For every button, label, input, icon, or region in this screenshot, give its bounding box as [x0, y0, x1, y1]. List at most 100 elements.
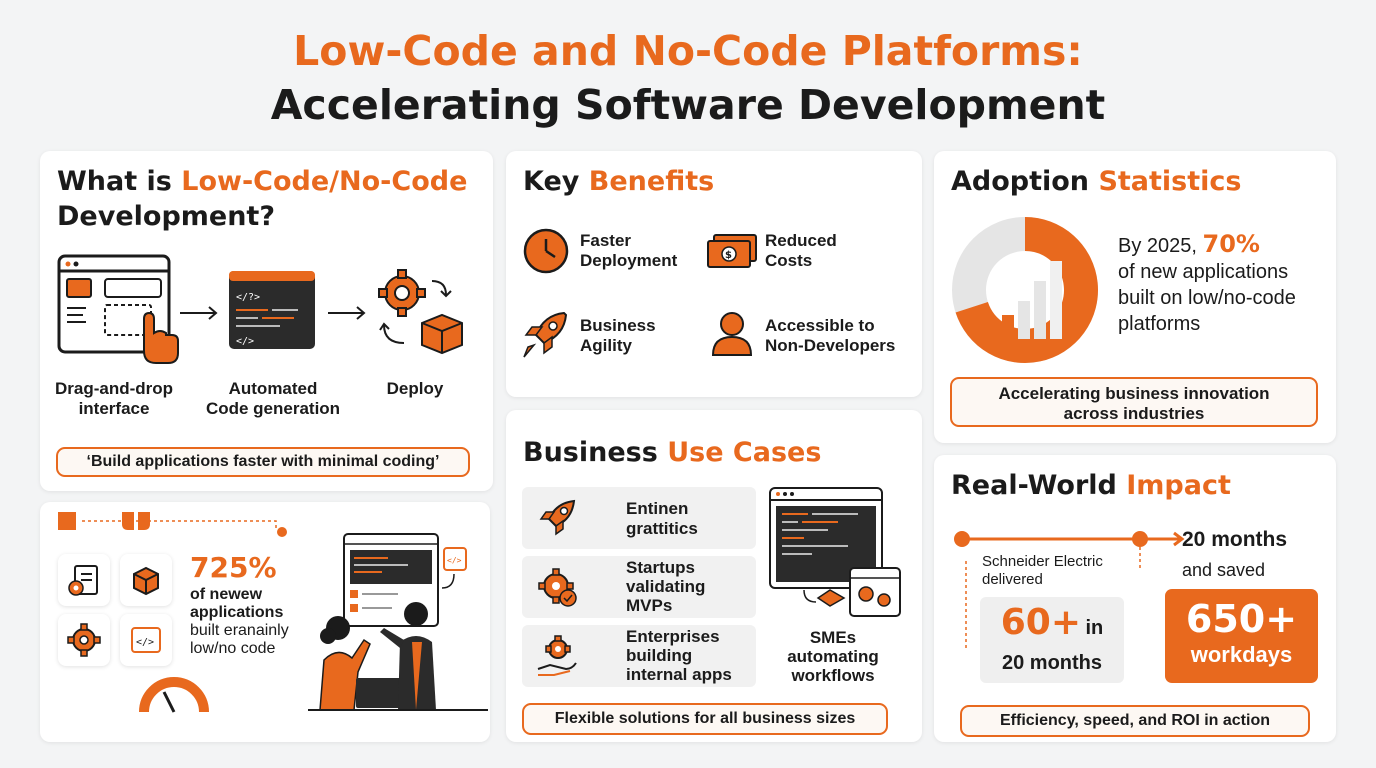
gear-box-deploy-icon [378, 269, 463, 355]
adoption-donut-chart [952, 217, 1098, 363]
impact-box-60: 60+ in 20 months [980, 597, 1124, 683]
use-case-item: Enterprises building internal apps [522, 625, 756, 687]
step-label-line: Automated [228, 379, 318, 398]
stats-left-line: low/no code [190, 640, 276, 657]
use-case-line: building [626, 646, 693, 665]
svg-text:$: $ [725, 250, 732, 261]
svg-text:</?>: </?> [236, 292, 260, 303]
rocket-icon [539, 499, 576, 536]
impact-company: Schneider Electric delivered [982, 553, 1103, 589]
benefit-line: Business [580, 316, 656, 335]
what-is-title-prefix: What is [57, 166, 182, 197]
impact-company-line: delivered [982, 571, 1043, 588]
benefit-line: Non-Developers [765, 336, 896, 355]
adoption-line: built on low/no-code [1118, 287, 1296, 309]
benefit-faster-deployment: Faster Deployment [580, 231, 677, 271]
benefit-business-agility: Business Agility [580, 316, 656, 356]
use-case-line: Enterprises [626, 627, 720, 646]
impact-box1-sub: 20 months [1001, 652, 1103, 674]
stats-left-text: of newew applications built eranainly lo… [190, 586, 289, 658]
gear-hand-icon [537, 635, 577, 676]
adoption-line: of new applications [1118, 261, 1289, 283]
step-label-line: Deploy [386, 379, 444, 398]
benefit-accessible: Accessible to Non-Developers [765, 316, 895, 356]
page-title-line1: Low-Code and No-Code Platforms: [293, 27, 1083, 75]
impact-saved-label: and saved [1182, 560, 1266, 580]
rocket-icon [523, 311, 568, 358]
impact-title-highlight: Impact [1126, 470, 1231, 501]
use-case-line: MVPs [626, 596, 673, 615]
adoption-donut-arc [955, 217, 1098, 363]
use-cases-card: Business Use Cases Entinen grattitics St [506, 410, 922, 742]
impact-company-line: Schneider Electric [982, 553, 1103, 570]
stats-left-line: applications [190, 604, 284, 621]
decorative-squares-icon [58, 512, 287, 537]
impact-timeline-right: 20 months [1182, 528, 1288, 551]
impact-box-650: 650+ workdays [1165, 589, 1318, 683]
code-window-icon: </?> </> [229, 271, 315, 349]
step-label-line: Code generation [205, 399, 341, 418]
document-gear-icon [58, 554, 110, 606]
impact-title-prefix: Real-World [951, 470, 1127, 501]
benefits-title-highlight: Benefits [588, 166, 715, 197]
arrow-right-icon [180, 306, 218, 320]
what-is-title-highlight: Low-Code/No-Code [181, 166, 468, 197]
impact-box1-in: in [1085, 617, 1104, 639]
box-refresh-icon [120, 554, 172, 606]
use-cases-title-prefix: Business [523, 437, 668, 468]
what-is-card: What is Low-Code/No-Code Development? </… [40, 151, 493, 491]
benefit-line: Reduced [765, 231, 837, 250]
impact-tagline: Efficiency, speed, and ROI in action [960, 705, 1310, 737]
adoption-title-prefix: Adoption [951, 166, 1099, 197]
use-cases-title-highlight: Use Cases [667, 437, 822, 468]
what-is-tagline: ‘Build applications faster with minimal … [56, 447, 470, 477]
benefit-line: Costs [765, 251, 813, 270]
use-case-item: Startups validating MVPs [522, 556, 756, 618]
benefit-line: Faster [580, 231, 632, 250]
benefits-title: Key Benefits [523, 165, 714, 198]
stats-left-line: of newew [190, 586, 263, 603]
impact-box2-sub: workdays [1190, 642, 1293, 667]
adoption-title: Adoption Statistics [951, 165, 1241, 198]
adoption-tagline: Accelerating business innovation across … [950, 377, 1318, 427]
svg-text:</>: </> [447, 556, 462, 565]
sme-label: SMEs automating workflows [768, 628, 898, 685]
money-icon: $ [707, 234, 757, 268]
impact-box2-big: 650+ [1185, 597, 1298, 641]
what-is-title-line2: Development? [57, 201, 276, 232]
gear-icon [58, 614, 110, 666]
sme-line: SMEs [809, 628, 857, 647]
benefit-reduced-costs: Reduced Costs [765, 231, 837, 271]
adoption-text: By 2025, 70% of new applications built o… [1118, 231, 1296, 337]
use-case-line: Entinen [626, 499, 689, 518]
arrow-right-icon [328, 306, 366, 320]
clock-icon [523, 228, 569, 274]
stats-illustration-card: </> 725% of newew applications built era… [40, 502, 490, 742]
use-cases-title: Business Use Cases [523, 436, 821, 469]
code-icon: </> [120, 614, 172, 666]
use-case-line: internal apps [626, 665, 732, 684]
impact-title: Real-World Impact [951, 469, 1231, 502]
gear-check-icon [538, 568, 577, 607]
adoption-tagline-line: Accelerating business innovation [998, 384, 1270, 403]
use-case-line: validating [626, 577, 706, 596]
use-case-line: Startups [626, 558, 695, 577]
adoption-percent: 70% [1202, 230, 1260, 258]
adoption-title-highlight: Statistics [1098, 166, 1242, 197]
step-label-drag-drop: Drag-and-drop interface [44, 379, 184, 419]
stats-left-line: built eranainly [190, 622, 289, 639]
what-is-title: What is Low-Code/No-Code [57, 165, 467, 198]
impact-box1-big: 60+ [1000, 602, 1082, 643]
benefits-title-prefix: Key [523, 166, 589, 197]
benefit-line: Deployment [580, 251, 678, 270]
stats-left-percent: 725% [190, 551, 277, 584]
step-label-line: interface [78, 399, 150, 418]
adoption-tagline-line: across industries [1063, 404, 1205, 423]
gauge-icon [139, 677, 209, 713]
sme-line: workflows [791, 666, 875, 685]
use-case-item: Entinen grattitics [522, 487, 756, 549]
benefit-line: Agility [580, 336, 632, 355]
svg-text:</>: </> [236, 336, 254, 347]
svg-text:</>: </> [136, 637, 154, 648]
benefits-card: Key Benefits Faster Deployment $ Reduced… [506, 151, 922, 397]
